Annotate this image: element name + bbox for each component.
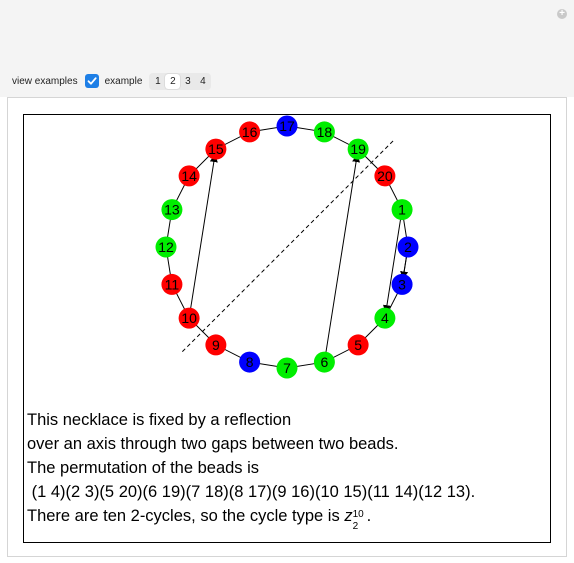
bead-8: 8 <box>239 351 261 373</box>
bead-19: 19 <box>347 138 369 160</box>
caption-line-5-end: . <box>366 507 372 525</box>
bead-18: 18 <box>313 121 335 143</box>
bead-17: 17 <box>276 115 298 137</box>
bead-14: 14 <box>178 165 200 187</box>
caption-line-1: This necklace is fixed by a reflection <box>27 411 292 429</box>
example-button-4[interactable]: 4 <box>200 75 206 87</box>
bead-12: 12 <box>155 236 177 258</box>
bead-label: 20 <box>377 168 393 184</box>
swap-arrow-1-4 <box>382 207 407 314</box>
bead-label: 14 <box>181 168 197 184</box>
bead-2: 2 <box>397 236 419 258</box>
cycle-type-sub: 2 <box>352 521 359 532</box>
cycle-type-z: z <box>344 507 353 525</box>
bead-label: 3 <box>398 276 406 292</box>
bead-label: 6 <box>320 354 328 370</box>
bead-label: 8 <box>246 354 254 370</box>
view-examples-label: view examples <box>12 75 78 87</box>
bead-label: 17 <box>279 118 295 134</box>
bead-10: 10 <box>178 307 200 329</box>
bead-6: 6 <box>313 351 335 373</box>
bead-4: 4 <box>374 307 396 329</box>
example-button-2[interactable]: 2 <box>165 73 181 89</box>
bead-label: 15 <box>208 141 224 157</box>
bead-3: 3 <box>391 273 413 295</box>
checkmark-icon <box>87 77 97 85</box>
bead-9: 9 <box>205 334 227 356</box>
reflection-axis <box>180 140 394 354</box>
bead-label: 18 <box>317 124 333 140</box>
bead-label: 9 <box>212 337 220 353</box>
caption-line-5: There are ten 2-cycles, so the cycle typ… <box>27 504 475 532</box>
example-button-1[interactable]: 1 <box>155 75 161 87</box>
bead-label: 1 <box>398 202 406 218</box>
bead-7: 7 <box>276 357 298 379</box>
bead-16: 16 <box>239 121 261 143</box>
cycle-type-sup: 10 <box>352 509 364 520</box>
caption: This necklace is fixed by a reflection o… <box>27 408 476 532</box>
bead-15: 15 <box>205 138 227 160</box>
view-examples-checkbox[interactable] <box>84 74 99 88</box>
bead-label: 2 <box>404 239 412 255</box>
bead-label: 16 <box>242 124 258 140</box>
example-label: example <box>104 75 143 87</box>
bead-label: 19 <box>350 141 366 157</box>
bead-label: 5 <box>354 337 362 353</box>
bead-20: 20 <box>374 165 396 187</box>
caption-line-2: over an axis through two gaps between tw… <box>27 435 399 453</box>
swap-arrow-6-19 <box>320 154 361 364</box>
bead-1: 1 <box>391 199 413 221</box>
plus-icon[interactable]: + <box>557 9 567 19</box>
bead-label: 11 <box>165 276 180 292</box>
bead-label: 10 <box>181 310 197 326</box>
bead-label: 13 <box>164 202 180 218</box>
bead-label: 4 <box>381 310 389 326</box>
caption-line-5-text: There are ten 2-cycles, so the cycle typ… <box>27 507 345 525</box>
caption-line-4: (1 4)(2 3)(5 20)(6 19)(7 18)(8 17)(9 16)… <box>27 483 476 501</box>
bead-label: 7 <box>283 360 291 376</box>
bead-label: 12 <box>158 239 174 255</box>
caption-line-3: The permutation of the beads is <box>27 459 260 477</box>
bead-13: 13 <box>161 199 183 221</box>
example-button-3[interactable]: 3 <box>185 75 191 87</box>
swap-arrow-10-15 <box>185 154 218 320</box>
bead-5: 5 <box>347 334 369 356</box>
bead-11: 11 <box>161 273 183 295</box>
